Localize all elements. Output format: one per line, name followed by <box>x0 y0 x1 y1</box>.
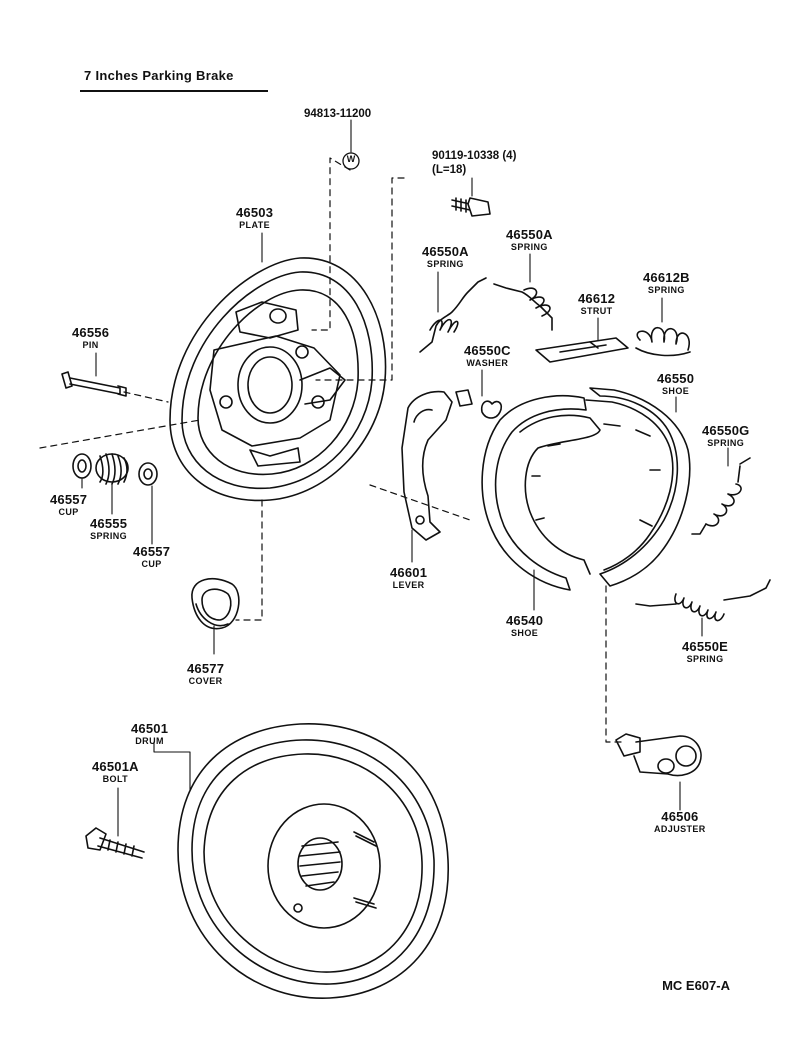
lever-46601 <box>401 390 453 541</box>
part-name: PIN <box>82 340 99 350</box>
spring-46550A-left <box>419 277 487 353</box>
part-name: STRUT <box>580 306 613 316</box>
part-number: 46555 <box>90 516 128 531</box>
part-name: SPRING <box>426 259 464 269</box>
part-number: 46550G <box>702 423 750 438</box>
part-name: SPRING <box>510 242 548 252</box>
washer-46550C <box>455 389 503 419</box>
bolt-46501A <box>85 827 145 859</box>
spring-46550E <box>635 579 771 622</box>
diagram-title: 7 Inches Parking Brake <box>84 68 234 83</box>
part-name: BOLT <box>102 774 129 784</box>
drawing-reference: MC E607-A <box>662 978 730 993</box>
part-number: 46506 <box>661 809 699 824</box>
part-name: WASHER <box>466 358 509 368</box>
shoe-46550 <box>585 387 691 587</box>
cup-46557-left <box>72 453 92 479</box>
backing-plate-46503 <box>169 257 387 502</box>
spring-46550A-right <box>493 283 553 331</box>
part-name: DRUM <box>135 736 164 746</box>
code-90119-length: (L=18) <box>432 164 467 176</box>
part-number: 46550A <box>506 227 553 242</box>
part-number: 46557 <box>50 492 88 507</box>
title-underline <box>80 90 268 92</box>
code-90119: 90119-10338 (4) <box>432 150 517 162</box>
part-number: 46550 <box>657 371 695 386</box>
spring-46555 <box>95 453 129 485</box>
part-number: 46550E <box>682 639 729 654</box>
hub-bolt-90119 <box>451 197 491 217</box>
part-name: SHOE <box>662 386 690 396</box>
part-name: COVER <box>188 676 223 686</box>
washer-mark-letter: W <box>346 154 356 164</box>
part-name: SHOE <box>511 628 539 638</box>
part-name: CUP <box>58 507 79 517</box>
part-name: PLATE <box>239 220 270 230</box>
part-number: 46612 <box>578 291 616 306</box>
label-leaders <box>81 119 729 837</box>
part-number: 46501 <box>131 721 169 736</box>
part-number: 46550C <box>464 343 511 358</box>
part-number: 46503 <box>236 205 274 220</box>
spring-46550G <box>691 457 751 535</box>
brake-drum-46501 <box>177 723 449 999</box>
part-number: 46501A <box>92 759 139 774</box>
spring-46612B <box>635 326 691 357</box>
strut-46612 <box>535 337 629 363</box>
adjuster-46506 <box>615 733 702 777</box>
pin-46556 <box>61 371 127 397</box>
part-name: ADJUSTER <box>654 824 706 834</box>
part-number: 46601 <box>390 565 428 580</box>
part-name: SPRING <box>686 654 724 664</box>
washer-mark <box>342 152 360 170</box>
part-number: 46612B <box>643 270 690 285</box>
part-name: SPRING <box>707 438 745 448</box>
part-name: SPRING <box>647 285 685 295</box>
part-name: CUP <box>141 559 162 569</box>
part-number: 46540 <box>506 613 544 628</box>
part-number: 46557 <box>133 544 171 559</box>
part-number: 46556 <box>72 325 110 340</box>
cover-46577 <box>191 577 240 630</box>
part-name: LEVER <box>392 580 425 590</box>
cup-46557-right <box>138 462 158 486</box>
shoe-46540 <box>481 395 601 591</box>
part-name: SPRING <box>90 531 128 541</box>
part-number: 46550A <box>422 244 469 259</box>
code-94813: 94813-11200 <box>304 108 372 120</box>
part-number: 46577 <box>187 661 225 676</box>
